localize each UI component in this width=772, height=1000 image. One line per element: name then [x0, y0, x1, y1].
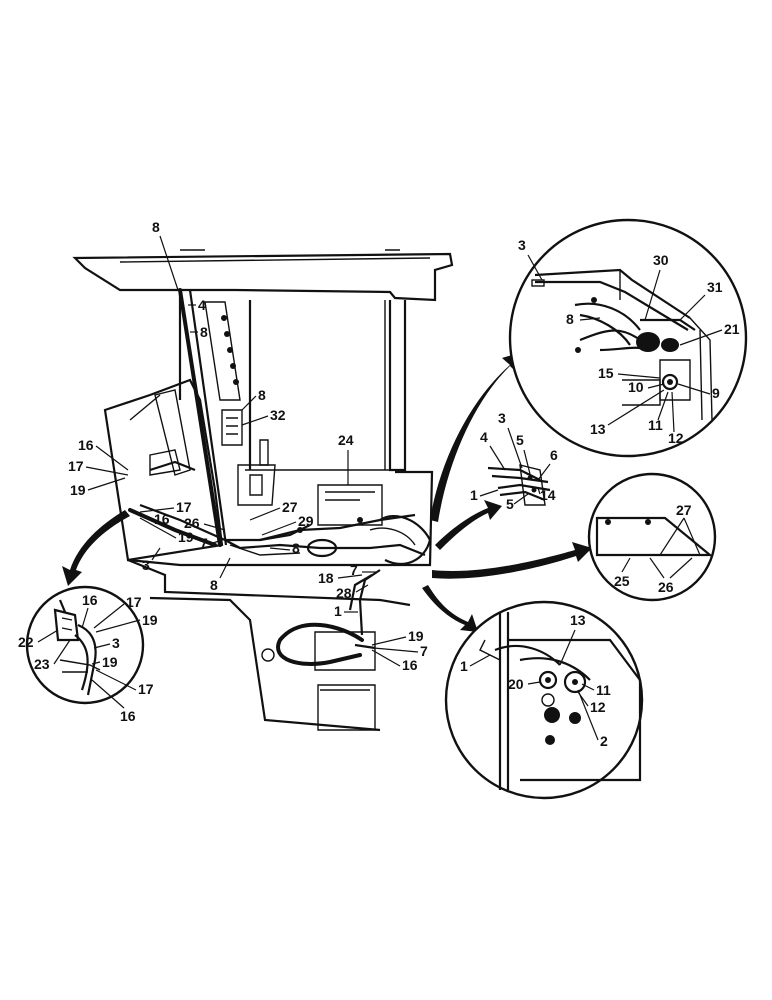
detail-c-callout-26: 26: [658, 579, 674, 595]
callout-28: 28: [336, 585, 352, 601]
callout-18: 18: [318, 570, 334, 586]
callout-16-battery: 16: [402, 657, 418, 673]
main-wiring-harness: [128, 460, 432, 666]
cab-structure: [72, 249, 454, 732]
callout-17-left: 17: [68, 458, 84, 474]
callout-19-low: 19: [178, 529, 194, 545]
detail-e-callout-17b: 17: [138, 681, 154, 697]
detail-bottom-right: 13 1 20 11 12 2: [444, 600, 644, 800]
detail-e-callout-17: 17: [126, 594, 142, 610]
detail-b-callout-6: 6: [550, 447, 558, 463]
detail-e-callout-16b: 16: [120, 708, 136, 724]
detail-b-callout-14: 14: [540, 487, 556, 503]
detail-d-callout-1: 1: [460, 658, 468, 674]
detail-left: 16 17 19 22 3 23 19 17 16: [18, 585, 158, 724]
detail-d-callout-11: 11: [596, 682, 611, 698]
detail-b-callout-5b: 5: [506, 496, 514, 512]
callout-24: 24: [338, 432, 354, 448]
callout-29: 29: [298, 513, 314, 529]
detail-d-callout-12: 12: [590, 699, 606, 715]
detail-b-callout-4: 4: [480, 429, 488, 445]
detail-d-callout-20: 20: [508, 676, 524, 692]
detail-a-callout-15: 15: [598, 365, 614, 381]
detail-b-callout-5: 5: [516, 432, 524, 448]
detail-a-callout-30: 30: [653, 252, 669, 268]
callout-17-low: 17: [176, 499, 192, 515]
callout-27: 27: [282, 499, 298, 515]
main-callouts: 8 4 8 8 32 16 17 19 17 16 19 24 27 26 29…: [68, 219, 428, 673]
callout-1: 1: [334, 603, 342, 619]
callout-32: 32: [270, 407, 286, 423]
callout-8-bottom: 8: [210, 577, 218, 593]
detail-a-callout-9: 9: [712, 385, 720, 401]
detail-e-callout-3: 3: [112, 635, 120, 651]
detail-e-callout-19b: 19: [102, 654, 118, 670]
callout-8-low: 8: [292, 540, 300, 556]
callout-7-battery: 7: [420, 643, 428, 659]
detail-a-callout-10: 10: [628, 379, 644, 395]
detail-b-callout-1: 1: [470, 487, 478, 503]
callout-8-side: 8: [200, 324, 208, 340]
detail-arrows: [62, 352, 592, 632]
detail-e-callout-16: 16: [82, 592, 98, 608]
detail-b-callout-3: 3: [498, 410, 506, 426]
callout-19-left: 19: [70, 482, 86, 498]
detail-top-right: 3 30 31 8 21 15 10 9 13 11 12: [508, 218, 748, 458]
callout-19-battery: 19: [408, 628, 424, 644]
detail-a-callout-3: 3: [518, 237, 526, 253]
detail-a-callout-31: 31: [707, 279, 723, 295]
detail-panel: 27 25 26: [587, 472, 717, 602]
detail-a-callout-13: 13: [590, 421, 606, 437]
detail-a-callout-11: 11: [648, 417, 663, 433]
detail-a-callout-8: 8: [566, 311, 574, 327]
detail-e-callout-23: 23: [34, 656, 50, 672]
detail-small-connector: 3 4 5 6 1 5 14: [470, 410, 558, 512]
detail-a-callout-12: 12: [668, 430, 684, 446]
detail-d-callout-13: 13: [570, 612, 586, 628]
callout-3: 3: [142, 557, 150, 573]
callout-7-center: 7: [350, 562, 358, 578]
detail-e-callout-22: 22: [18, 634, 34, 650]
callout-16-low: 16: [154, 511, 170, 527]
detail-a-callout-21: 21: [724, 321, 740, 337]
callout-8-top: 8: [152, 219, 160, 235]
detail-d-callout-2: 2: [600, 733, 608, 749]
callout-4: 4: [198, 297, 206, 313]
callout-8-mid: 8: [258, 387, 266, 403]
detail-e-callout-19: 19: [142, 612, 158, 628]
callout-16-left: 16: [78, 437, 94, 453]
detail-c-callout-25: 25: [614, 573, 630, 589]
detail-c-callout-27: 27: [676, 502, 692, 518]
callout-7: 7: [200, 535, 208, 551]
callout-26: 26: [184, 515, 200, 531]
